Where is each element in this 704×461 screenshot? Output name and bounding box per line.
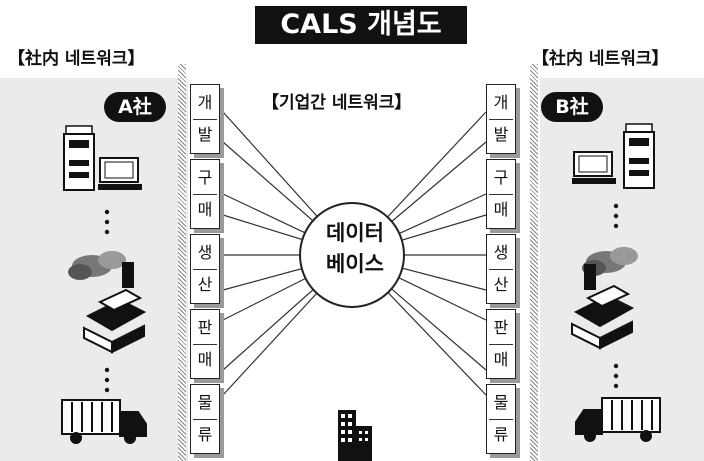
factory-smoke-icon	[582, 247, 638, 290]
dept-char: 매	[493, 350, 509, 369]
dept-char: 생	[493, 243, 509, 262]
inter-company-network-label: 【기업간 네트워크】	[262, 93, 412, 113]
dept-char: 구	[197, 168, 213, 187]
dept-char: 류	[493, 425, 509, 444]
left-panel-edge	[178, 64, 186, 461]
right-internal-network-label: 【社内 네트워크】	[532, 49, 669, 69]
dept-char: 매	[197, 350, 213, 369]
ellipsis-icon	[104, 209, 110, 393]
company-a-badge: A社	[104, 92, 166, 122]
gold-bars-icon	[571, 284, 635, 350]
database-label-line1: 데이터	[326, 221, 384, 245]
database-label: 데이터 베이스	[305, 218, 405, 280]
dept-char: 매	[493, 200, 509, 219]
dept-char: 매	[197, 200, 213, 219]
computer-icon	[572, 151, 616, 184]
dept-char: 발	[197, 125, 213, 144]
factory-smoke-icon	[68, 251, 134, 288]
computer-icon	[98, 157, 142, 190]
dept-char: 물	[197, 393, 213, 412]
printer-tower-icon	[623, 123, 655, 189]
truck-icon	[575, 397, 661, 442]
truck-icon	[61, 399, 147, 444]
office-building-icon	[338, 410, 372, 461]
left-internal-network-label: 【社内 네트워크】	[8, 49, 145, 69]
database-label-line2: 베이스	[326, 252, 384, 276]
gold-bars-icon	[83, 288, 147, 354]
dept-char: 물	[493, 393, 509, 412]
dept-char: 생	[197, 243, 213, 262]
ellipsis-icon	[613, 203, 619, 389]
dept-char: 산	[197, 275, 213, 294]
dept-char: 판	[197, 318, 213, 337]
dept-char: 산	[493, 275, 509, 294]
dept-char: 개	[197, 93, 213, 112]
right-panel-edge	[530, 64, 538, 461]
company-b-badge: B社	[541, 92, 603, 122]
printer-tower-icon	[63, 125, 95, 191]
dept-char: 류	[197, 425, 213, 444]
dept-char: 개	[493, 93, 509, 112]
diagram-title: CALS 개념도	[255, 6, 467, 44]
dept-char: 발	[493, 125, 509, 144]
dept-char: 구	[493, 168, 509, 187]
database-circle	[299, 202, 405, 308]
dept-char: 판	[493, 318, 509, 337]
